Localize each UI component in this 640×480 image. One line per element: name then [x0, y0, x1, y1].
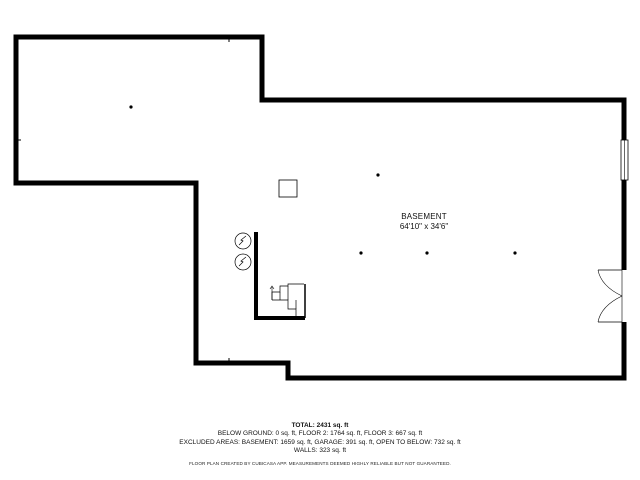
double-door — [597, 269, 628, 323]
excluded-areas: EXCLUDED AREAS: BASEMENT: 1659 sq. ft, G… — [179, 438, 461, 446]
area-summary: TOTAL: 2431 sq. ft BELOW GROUND: 0 sq. f… — [0, 422, 640, 455]
floor-areas: BELOW GROUND: 0 sq. ft, FLOOR 2: 1764 sq… — [217, 430, 423, 438]
total-area: TOTAL: 2431 sq. ft — [0, 422, 640, 430]
water-heater-icon — [234, 232, 252, 250]
light-dot — [376, 173, 380, 177]
room-dimensions: 64'10" x 34'6" — [399, 222, 449, 231]
furnace-icon — [234, 253, 252, 271]
fixture-square — [278, 179, 298, 198]
total-value: 2431 sq. ft — [316, 422, 349, 429]
room-label: BASEMENT 64'10" x 34'6" — [374, 212, 474, 232]
stair-wall — [254, 232, 305, 320]
walls-area: WALLS: 323 sq. ft — [293, 446, 347, 454]
light-dot — [425, 251, 429, 255]
light-dot — [359, 251, 363, 255]
exterior-wall — [13, 34, 627, 381]
room-name: BASEMENT — [401, 212, 447, 221]
disclaimer: FLOOR PLAN CREATED BY CUBICASA APP. MEAS… — [189, 461, 451, 466]
window — [620, 139, 629, 181]
light-dot — [129, 105, 133, 109]
stairs-up-arrow-icon — [269, 285, 275, 300]
stairs — [271, 283, 304, 316]
light-dot — [513, 251, 517, 255]
total-label: TOTAL: — [291, 422, 315, 429]
